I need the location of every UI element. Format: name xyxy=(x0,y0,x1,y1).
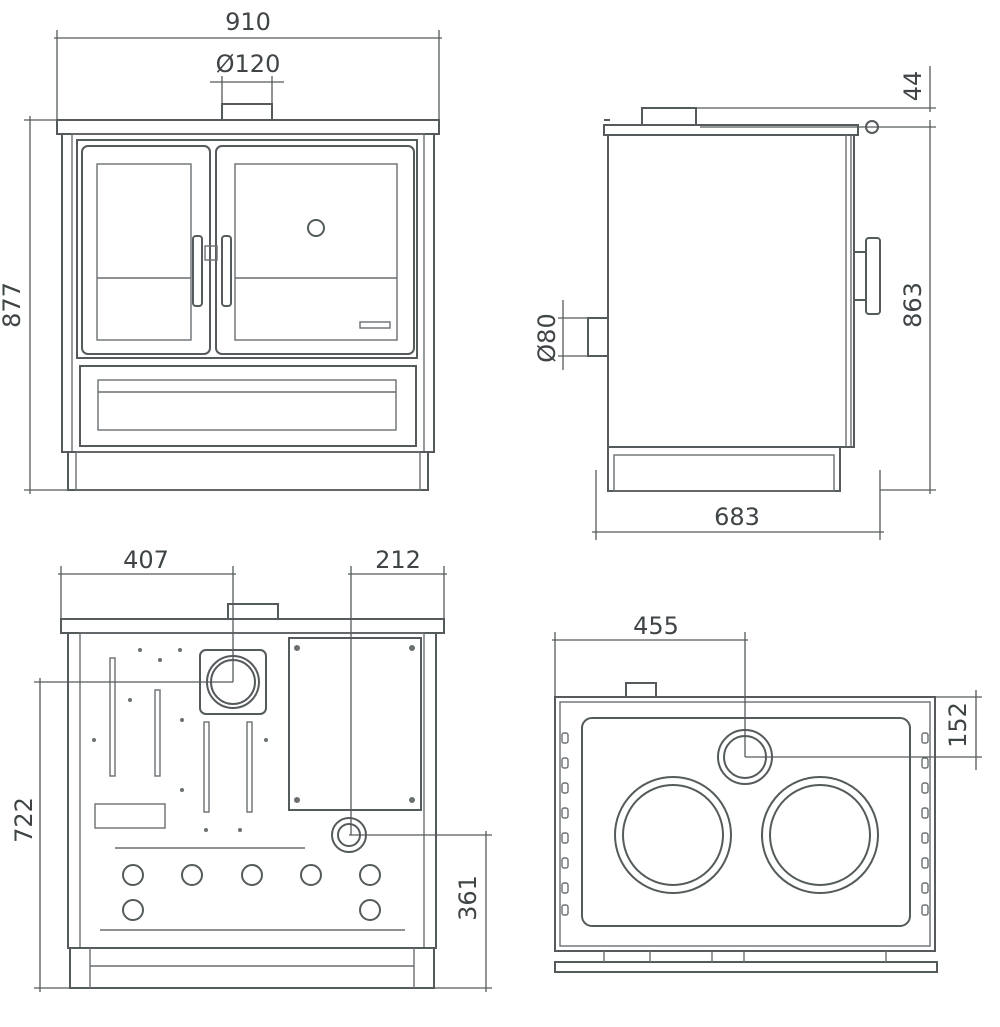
front-view xyxy=(56,103,440,491)
rear-view xyxy=(60,603,445,989)
top-view xyxy=(554,682,938,973)
front-height-dimension xyxy=(24,116,68,494)
flue-diameter-label: Ø120 xyxy=(216,50,281,78)
side-top-offset-label: 44 xyxy=(899,71,927,102)
side-depth-label: 683 xyxy=(714,503,760,531)
rear-lower-outlet-height-label: 361 xyxy=(454,875,482,921)
side-dims xyxy=(558,66,936,540)
top-flue-offset-label: 455 xyxy=(633,612,679,640)
top-dims xyxy=(552,632,982,770)
rear-dims xyxy=(34,566,492,992)
rear-right-offset-label: 212 xyxy=(375,546,421,574)
side-height-label: 863 xyxy=(899,282,927,328)
rear-flue-offset-label: 407 xyxy=(123,546,169,574)
rear-flue-height-label: 722 xyxy=(10,797,38,843)
front-height-label: 877 xyxy=(0,282,26,328)
flue-diameter-dimension xyxy=(210,76,284,104)
side-flue-diameter-label: Ø80 xyxy=(533,313,561,362)
side-view xyxy=(587,107,881,492)
top-flue-depth-label: 152 xyxy=(944,702,972,748)
front-width-dimension xyxy=(54,30,442,120)
front-width-label: 910 xyxy=(225,8,271,36)
